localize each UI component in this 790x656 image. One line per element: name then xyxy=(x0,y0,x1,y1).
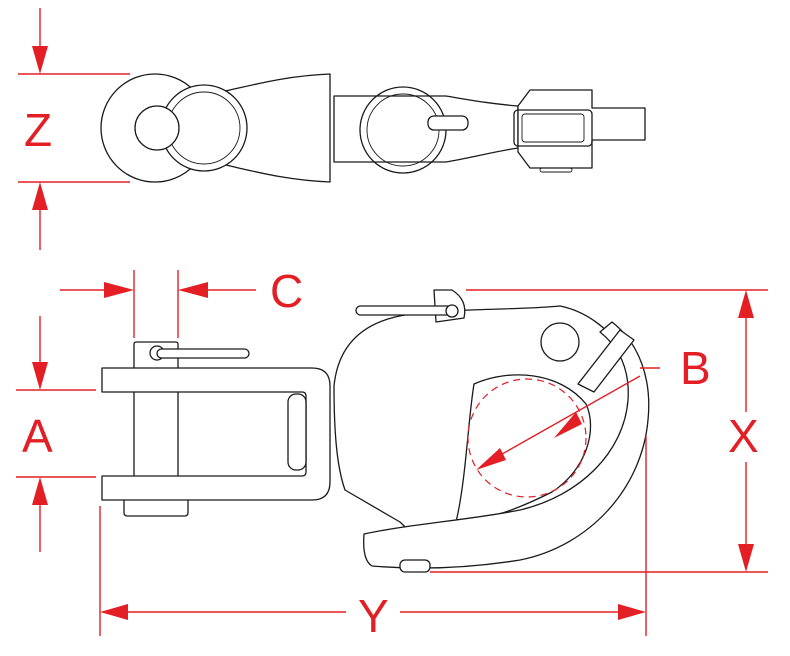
dimension-a: A xyxy=(16,316,96,552)
dimension-z: Z xyxy=(18,8,130,250)
dimension-b: B xyxy=(467,342,711,498)
side-view xyxy=(100,73,646,183)
clevis-body xyxy=(101,367,331,501)
top-cotter-pin xyxy=(355,305,457,316)
side-body xyxy=(211,73,331,183)
dimension-c: C xyxy=(60,265,303,338)
pivot-pin xyxy=(540,322,580,362)
cotter-pin xyxy=(156,348,250,359)
label-y: Y xyxy=(358,590,389,642)
hinged-jaw xyxy=(363,321,650,569)
dimension-x: X xyxy=(430,289,768,573)
front-view xyxy=(101,289,650,573)
clevis-pin-bottom xyxy=(123,497,189,517)
label-x: X xyxy=(728,410,759,462)
clevis-slot-front xyxy=(287,393,307,471)
label-a: A xyxy=(22,410,53,462)
clevis-side xyxy=(517,89,646,169)
release-lever xyxy=(577,329,635,393)
plunger-knob xyxy=(134,105,180,151)
label-z: Z xyxy=(24,104,52,156)
clevis-slot xyxy=(513,109,593,147)
b-dashed-circle xyxy=(467,378,587,498)
dimension-y: Y xyxy=(99,436,647,642)
side-ring-keeper xyxy=(427,115,469,131)
label-c: C xyxy=(270,265,303,317)
swivel-body xyxy=(333,95,519,163)
label-b: B xyxy=(680,342,711,394)
